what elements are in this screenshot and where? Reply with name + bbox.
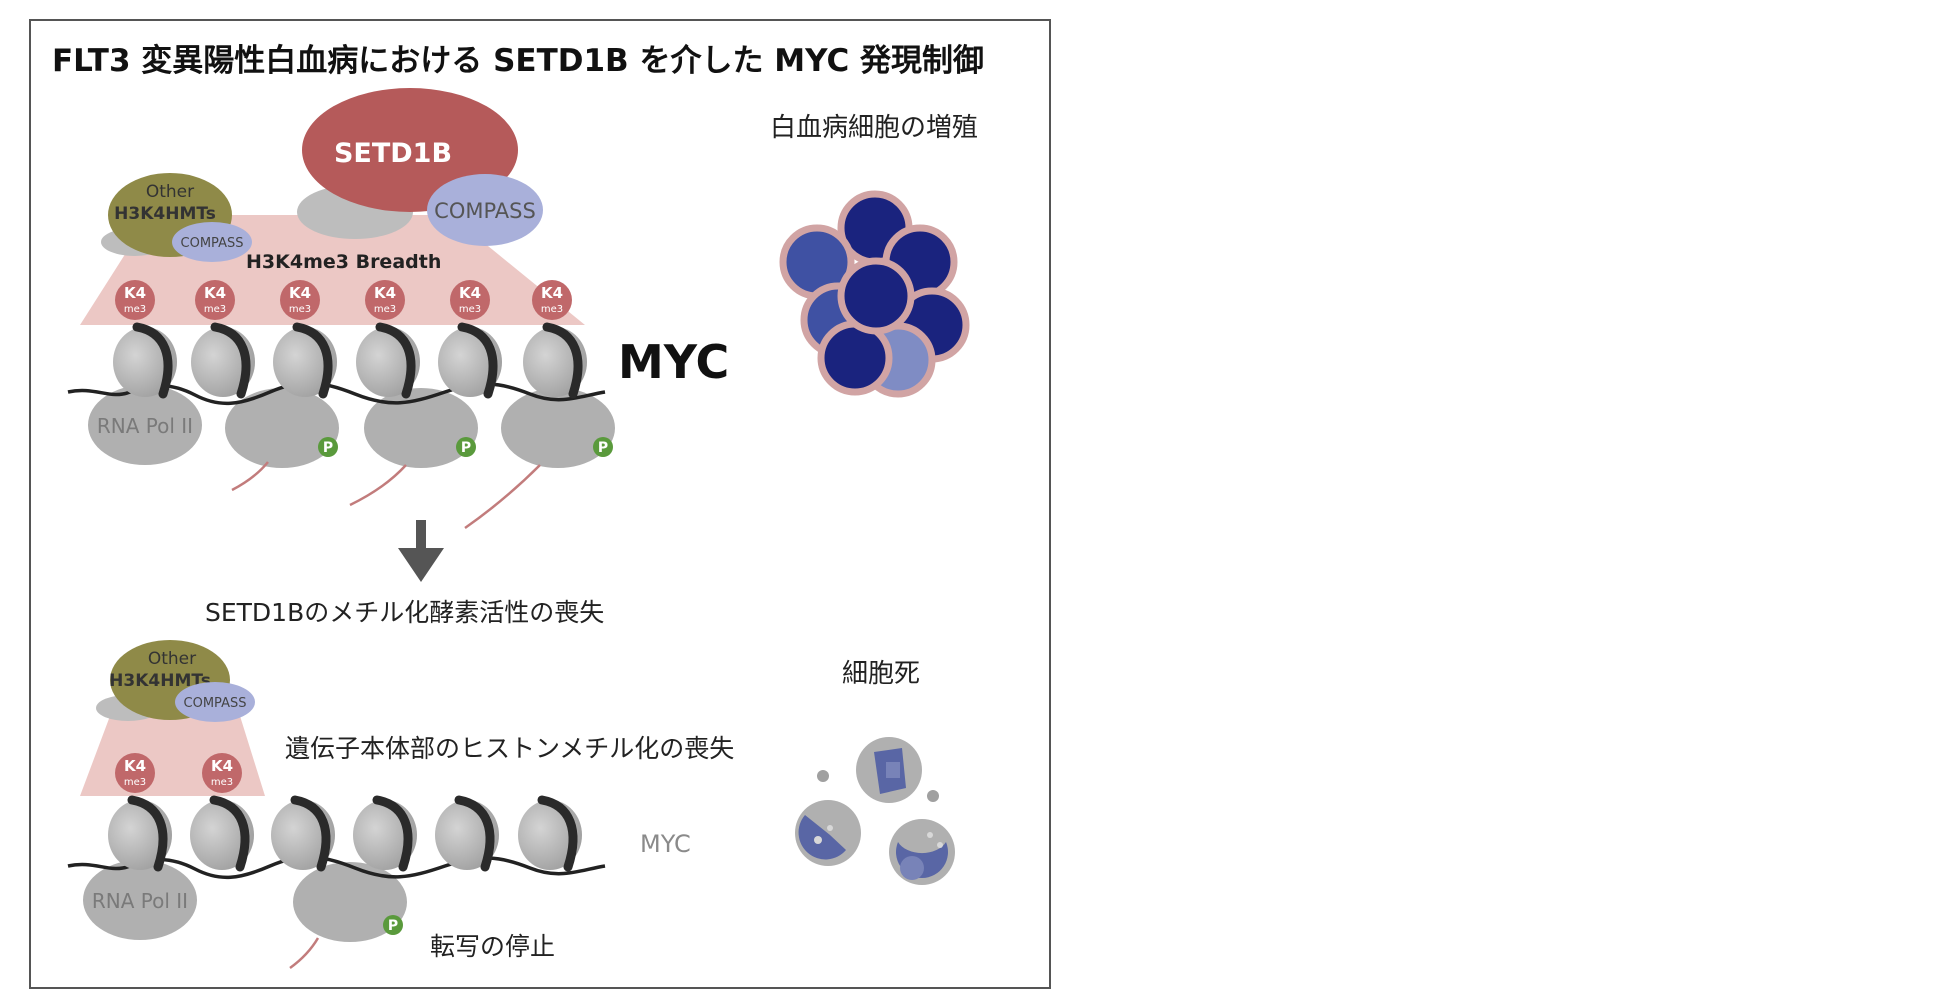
rna-pol2-label: RNA Pol II	[97, 414, 193, 438]
nucleosome	[518, 795, 582, 872]
bottom-nucleosomes	[108, 795, 582, 872]
phospho-mark: P	[383, 915, 403, 935]
svg-text:me3: me3	[124, 777, 146, 788]
top-panel: H3K4me3 Breadth SETD1B COMPASS Other H3K…	[67, 88, 978, 530]
nucleosome	[190, 795, 254, 872]
svg-text:K4: K4	[204, 284, 226, 302]
top-rna-pol2: RNA Pol II P P P	[88, 385, 615, 530]
transition-arrow	[398, 520, 444, 582]
phospho-mark: P	[456, 437, 476, 457]
svg-text:K4: K4	[211, 757, 233, 775]
h3k4me3-mark: K4 me3	[115, 753, 155, 793]
small-compass-complex	[175, 682, 255, 722]
leukemia-cell-cluster	[779, 190, 970, 398]
nucleosome	[113, 322, 177, 399]
svg-text:me3: me3	[204, 304, 226, 315]
svg-text:me3: me3	[541, 304, 563, 315]
cell-death-label: 細胞死	[842, 659, 920, 689]
h3k4me3-mark: K4 me3	[280, 280, 320, 320]
svg-text:K4: K4	[459, 284, 481, 302]
h3k4me3-mark: K4 me3	[532, 280, 572, 320]
dying-cell	[889, 819, 955, 885]
compass-label: COMPASS	[434, 199, 536, 223]
rna-pol2	[88, 385, 202, 465]
svg-text:me3: me3	[459, 304, 481, 315]
dying-cells	[795, 737, 955, 885]
rna-transcript	[289, 937, 320, 970]
nucleosome	[438, 322, 502, 399]
phospho-mark: P	[318, 437, 338, 457]
small-compass-label: COMPASS	[181, 236, 244, 251]
compass-complex	[427, 174, 543, 246]
small-compass-label: COMPASS	[184, 696, 247, 711]
rna-pol2	[83, 860, 197, 940]
svg-text:K4: K4	[541, 284, 563, 302]
myc-gene-label-muted: MYC	[640, 830, 691, 858]
top-histone-marks: K4 me3 K4 me3 K4 me3 K4 me3 K4 me3	[115, 280, 572, 320]
rna-transcript	[231, 461, 269, 492]
nucleosome	[273, 322, 337, 399]
top-nucleosomes	[113, 322, 587, 399]
proliferation-label: 白血病細胞の増殖	[770, 113, 978, 143]
rna-pol2	[364, 388, 478, 468]
svg-text:me3: me3	[374, 304, 396, 315]
rna-transcript	[464, 464, 541, 530]
small-compass-complex	[172, 222, 252, 262]
rna-pol2-label: RNA Pol II	[92, 889, 188, 913]
nucleosome	[271, 795, 335, 872]
svg-text:me3: me3	[289, 304, 311, 315]
svg-text:P: P	[323, 440, 333, 456]
h3k4me3-mark: K4 me3	[450, 280, 490, 320]
svg-text:K4: K4	[289, 284, 311, 302]
setd1b-label: SETD1B	[334, 138, 452, 169]
transition-label: SETD1Bのメチル化酵素活性の喪失	[205, 598, 604, 627]
svg-text:K4: K4	[124, 284, 146, 302]
h3k4me3-mark: K4 me3	[202, 753, 242, 793]
svg-text:K4: K4	[374, 284, 396, 302]
svg-text:P: P	[598, 440, 608, 456]
h3k4me3-mark: K4 me3	[115, 280, 155, 320]
nucleosome	[108, 795, 172, 872]
svg-text:P: P	[388, 918, 398, 934]
figure-title: FLT3 変異陽性白血病における SETD1B を介した MYC 発現制御	[52, 43, 984, 79]
rna-pol2	[293, 862, 407, 942]
h3k4me3-mark: K4 me3	[365, 280, 405, 320]
nucleosome	[523, 322, 587, 399]
rna-transcript	[349, 464, 407, 507]
svg-text:K4: K4	[124, 757, 146, 775]
other-hmt-label-line2: H3K4HMTs	[114, 204, 216, 224]
nucleosome	[353, 795, 417, 872]
h3k4me3-breadth-label: H3K4me3 Breadth	[246, 251, 441, 273]
transcription-stop-label: 転写の停止	[430, 932, 555, 961]
nucleosome	[356, 322, 420, 399]
myc-gene-label: MYC	[618, 335, 729, 389]
other-hmt-label-line1: Other	[148, 649, 196, 669]
rna-pol2	[501, 388, 615, 468]
nucleosome	[191, 322, 255, 399]
dying-cell	[795, 800, 861, 866]
phospho-mark: P	[593, 437, 613, 457]
methylation-loss-label: 遺伝子本体部のヒストンメチル化の喪失	[285, 734, 734, 763]
bottom-panel: Other H3K4HMTs COMPASS K4 me3 K4 me3 遺伝子…	[67, 640, 955, 970]
other-hmt-label-line2: H3K4HMTs	[109, 671, 211, 691]
dying-cell	[856, 737, 922, 803]
other-hmt-label-line1: Other	[146, 182, 194, 202]
svg-text:me3: me3	[124, 304, 146, 315]
svg-text:P: P	[461, 440, 471, 456]
rna-pol2	[225, 388, 339, 468]
nucleosome	[435, 795, 499, 872]
h3k4me3-mark: K4 me3	[195, 280, 235, 320]
svg-text:me3: me3	[211, 777, 233, 788]
